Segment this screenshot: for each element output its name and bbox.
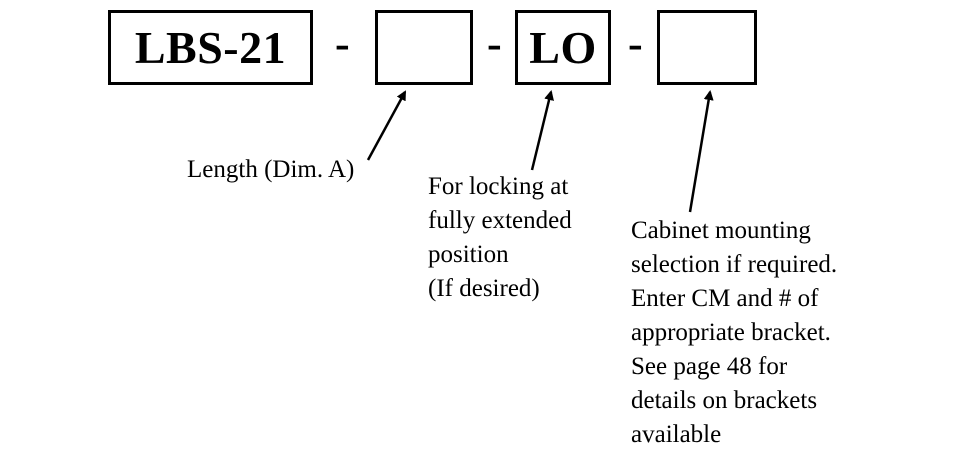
length-callout: Length (Dim. A)	[187, 153, 354, 187]
mounting-callout: Cabinet mounting selection if required. …	[631, 214, 837, 452]
mounting-callout-line: appropriate bracket.	[631, 319, 831, 346]
length-box	[375, 10, 473, 85]
mounting-box	[657, 10, 757, 85]
locking-callout-line: For locking at	[428, 173, 569, 200]
mounting-callout-line: Cabinet mounting	[631, 217, 811, 244]
mounting-callout-line: See page 48 for	[631, 353, 788, 380]
length-arrow	[366, 90, 407, 161]
mounting-callout-line: details on brackets	[631, 387, 818, 414]
locking-callout: For locking at fully extended position (…	[428, 170, 572, 306]
locking-callout-line: (If desired)	[428, 275, 540, 302]
mounting-callout-line: Enter CM and # of	[631, 285, 819, 312]
length-callout-line: Length (Dim. A)	[187, 156, 355, 183]
mounting-arrow	[688, 90, 714, 213]
locking-box: LO	[515, 10, 611, 85]
locking-callout-line: position	[428, 241, 509, 268]
locking-callout-line: fully extended	[428, 207, 572, 234]
separator-dash-2: -	[487, 19, 502, 68]
locking-arrow	[530, 90, 554, 171]
separator-dash-1: -	[335, 19, 350, 68]
mounting-callout-line: selection if required.	[631, 251, 838, 278]
prefix-text: LBS-21	[134, 21, 287, 73]
mounting-callout-line: available	[631, 421, 722, 448]
separator-dash-3: -	[628, 19, 643, 68]
locking-value: LO	[529, 21, 597, 73]
prefix-box: LBS-21	[108, 10, 313, 85]
